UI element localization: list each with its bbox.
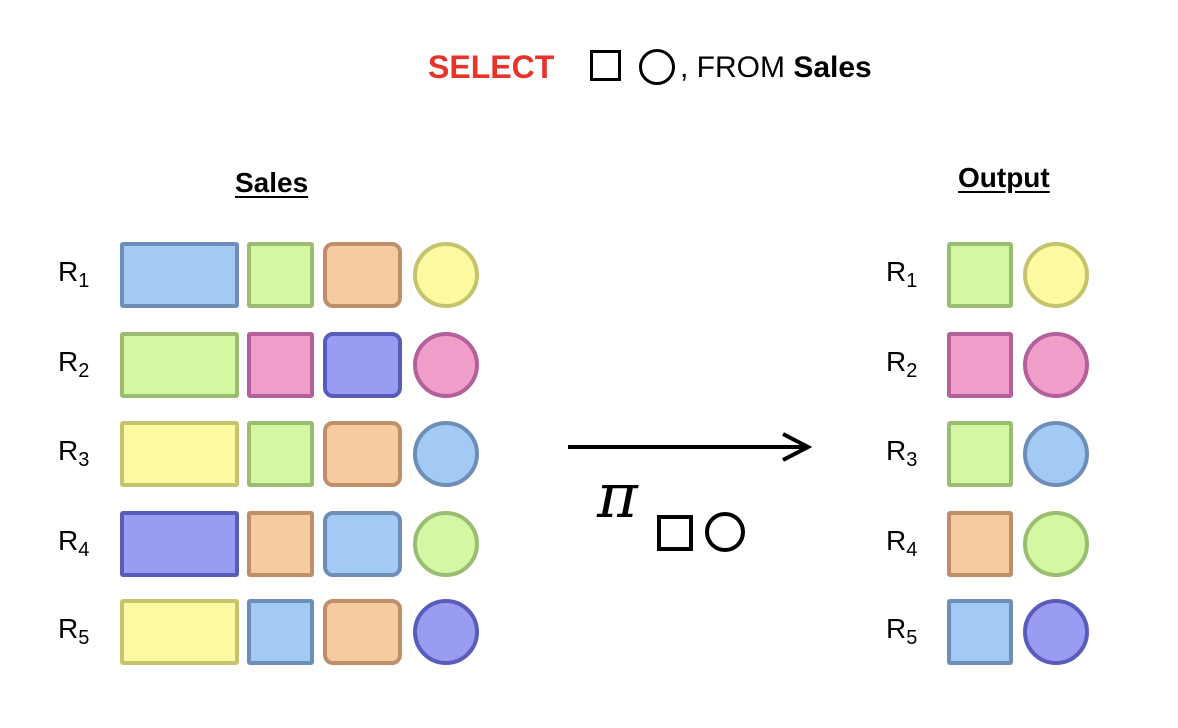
output-cell-circle [1023,332,1089,398]
output-cell-square [947,511,1013,577]
output-row-label-letter: R [886,346,907,377]
sales-cell-rounded-rect [323,332,402,398]
sales-row-label-letter: R [58,525,79,556]
output-cell-square [947,332,1013,398]
sales-cell-circle [413,511,479,577]
sales-cell-wide-rect [120,511,239,577]
sales-cell-square [247,511,314,577]
output-row-label: R1 [886,256,917,293]
sales-row-label-index: 1 [78,270,90,292]
sales-cell-rounded-rect [323,242,402,308]
output-cell-circle [1023,421,1089,487]
sales-cell-circle [413,599,479,665]
sales-cell-square [247,599,314,665]
sales-cell-square [247,421,314,487]
sales-cell-rounded-rect [323,511,402,577]
output-row-label-letter: R [886,435,907,466]
sales-row-label-index: 3 [78,449,90,471]
sales-table-title: Sales [235,167,309,198]
output-cell-circle [1023,599,1089,665]
pi-square-icon [657,515,693,551]
output-row-label-letter: R [886,613,907,644]
output-row-label: R4 [886,525,917,562]
output-row-label-index: 2 [906,360,918,382]
sales-row-label-letter: R [58,435,79,466]
sales-row-label: R1 [58,256,89,293]
output-row-label: R2 [886,346,917,383]
sales-row-label-letter: R [58,346,79,377]
sql-query: SELECT , FROM Sales [0,45,1178,89]
sales-row-label-index: 2 [78,360,90,382]
output-row-label-index: 1 [906,270,918,292]
sales-cell-wide-rect [120,421,239,487]
output-row-label: R3 [886,435,917,472]
output-row-label: R5 [886,613,917,650]
query-table-name: Sales [793,51,872,84]
output-row-label-index: 3 [906,449,918,471]
circle-column-icon [639,49,675,85]
sales-cell-rounded-rect [323,421,402,487]
output-row-label-index: 5 [906,627,918,649]
output-cell-square [947,421,1013,487]
output-table-title: Output [958,162,1050,193]
output-cell-circle [1023,511,1089,577]
sales-cell-rounded-rect [323,599,402,665]
sales-cell-square [247,332,314,398]
select-keyword: SELECT [428,49,555,85]
sales-cell-circle [413,332,479,398]
output-cell-square [947,599,1013,665]
sales-row-label: R3 [58,435,89,472]
sales-row-label: R5 [58,613,89,650]
sales-cell-wide-rect [120,599,239,665]
sales-cell-wide-rect [120,332,239,398]
projection-arrow [568,432,813,462]
output-row-label-letter: R [886,525,907,556]
output-cell-circle [1023,242,1089,308]
sales-row-label-letter: R [58,256,79,287]
from-clause: , FROM Sales [680,51,872,85]
output-row-label-letter: R [886,256,907,287]
sales-row-label-letter: R [58,613,79,644]
pi-circle-icon [705,512,745,552]
output-cell-square [947,242,1013,308]
sales-row-label-index: 5 [78,627,90,649]
square-column-icon [590,50,621,81]
sales-row-label-index: 4 [78,539,90,561]
sales-row-label: R4 [58,525,89,562]
sales-cell-wide-rect [120,242,239,308]
output-row-label-index: 4 [906,539,918,561]
projection-pi-symbol: π [597,459,638,532]
from-keyword: , FROM [680,51,794,84]
sales-cell-circle [413,421,479,487]
sales-cell-circle [413,242,479,308]
sales-row-label: R2 [58,346,89,383]
sales-cell-square [247,242,314,308]
